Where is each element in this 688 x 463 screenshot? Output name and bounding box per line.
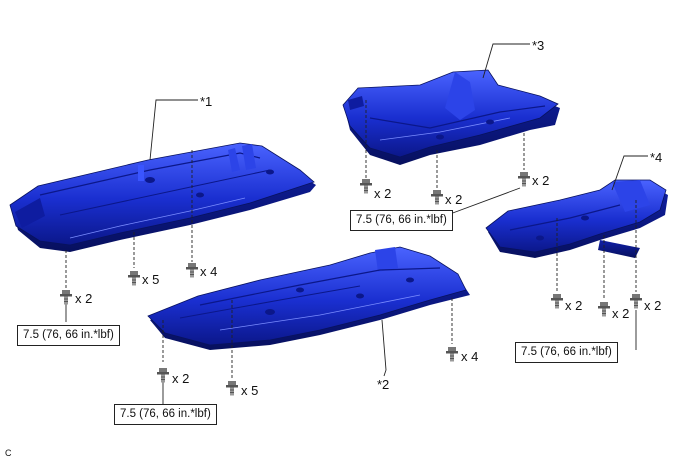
torque-spec-box: 7.5 (76, 66 in.*lbf)	[114, 404, 217, 425]
qty-label: x 5	[142, 272, 160, 287]
under-cover-part-4	[485, 179, 668, 258]
torque-spec-box: 7.5 (76, 66 in.*lbf)	[17, 325, 120, 346]
flange-bolt-icon	[225, 380, 239, 396]
callout-part-4: *4	[650, 150, 663, 165]
flange-bolt-icon	[59, 289, 73, 305]
flange-bolt-icon	[445, 346, 459, 362]
flange-bolt-icon	[359, 178, 373, 194]
flange-bolt-icon	[550, 293, 564, 309]
callout-part-1: *1	[200, 94, 213, 109]
flange-bolt-icon	[156, 367, 170, 383]
flange-bolt-icon	[430, 189, 444, 205]
qty-label: x 4	[461, 349, 479, 364]
qty-label: x 2	[445, 192, 463, 207]
qty-label: x 2	[644, 298, 662, 313]
callout-part-3: *3	[532, 38, 545, 53]
qty-label: x 2	[612, 306, 630, 321]
callout-part-2: *2	[377, 377, 390, 392]
qty-label: x 2	[565, 298, 583, 313]
figure-code: C	[5, 448, 12, 458]
under-cover-part-1	[9, 142, 316, 252]
qty-label: x 5	[241, 383, 259, 398]
under-cover-part-2	[147, 246, 470, 350]
leader-lines	[65, 43, 648, 404]
qty-label: x 2	[172, 371, 190, 386]
qty-label: x 4	[200, 264, 218, 279]
flange-bolt-icon	[597, 301, 611, 317]
torque-spec-box: 7.5 (76, 66 in.*lbf)	[515, 342, 618, 363]
torque-spec-box: 7.5 (76, 66 in.*lbf)	[350, 210, 453, 231]
flange-bolt-icon	[185, 262, 199, 278]
qty-label: x 2	[75, 291, 93, 306]
flange-bolt-icon	[127, 270, 141, 286]
qty-label: x 2	[374, 186, 392, 201]
flange-bolt-icon	[629, 293, 643, 309]
under-cover-part-3	[342, 69, 560, 165]
qty-label: x 2	[532, 173, 550, 188]
flange-bolt-icon	[517, 171, 531, 187]
